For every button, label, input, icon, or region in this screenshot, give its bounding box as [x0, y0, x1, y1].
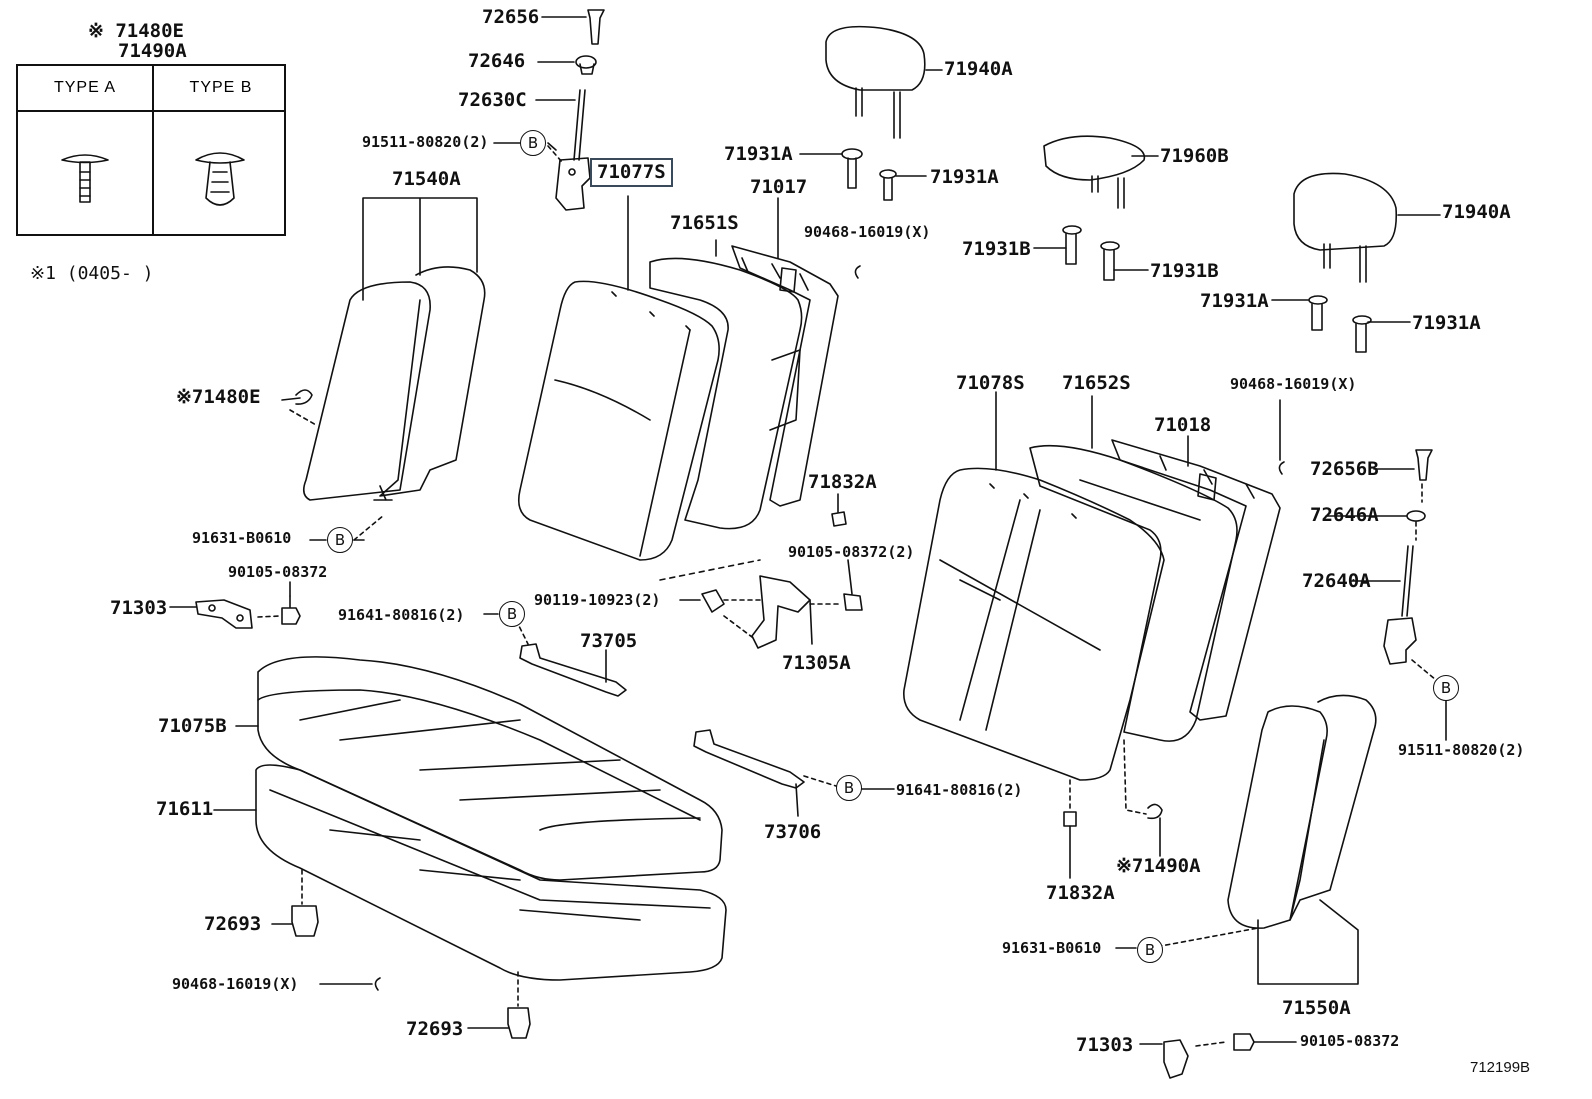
part-label: 71305A: [782, 652, 851, 674]
table-divider: [152, 66, 154, 234]
bracket-71303: [169, 581, 301, 629]
part-label: 72693: [204, 913, 262, 935]
callout-b-marker: B: [520, 130, 546, 156]
seat-cushion-cover-71075B: [235, 656, 723, 881]
part-label: 71017: [750, 176, 808, 198]
part-label: 72656: [482, 6, 540, 28]
seatback-frame-71018: [1111, 435, 1281, 721]
part-label: 71832A: [808, 471, 877, 493]
callout-b-marker: B: [499, 601, 525, 627]
part-label: 90105-08372(2): [788, 543, 915, 561]
diagram-code: 712199B: [1470, 1059, 1531, 1076]
part-label: ※71490A: [1116, 855, 1201, 877]
lock-rod-72630C: [535, 89, 586, 161]
part-label: 91641-80816(2): [896, 781, 1023, 799]
seatback-frame-71017: [731, 197, 839, 507]
part-label: ※71480E: [176, 386, 261, 408]
seat-side-bolster-71540A: [281, 197, 486, 541]
fastener-72693: [271, 869, 531, 1039]
part-label: 71940A: [1442, 201, 1511, 223]
part-label: 90119-10923(2): [534, 591, 661, 609]
clip-type-a-icon: [61, 154, 109, 203]
bezel-72646: [537, 55, 597, 75]
type-b-header: TYPE B: [189, 79, 253, 96]
callout-b-marker: B: [836, 775, 862, 801]
clip-71490A: [1123, 739, 1163, 857]
part-label: 91631-B0610: [192, 529, 292, 547]
hog-ring-icons: [319, 265, 1285, 991]
part-label: 71651S: [670, 212, 739, 234]
type-a-header: TYPE A: [53, 79, 117, 96]
callout-b-marker: B: [1137, 937, 1163, 963]
part-label: 72693: [406, 1018, 464, 1040]
part-label: 71303: [1076, 1034, 1134, 1056]
part-label: 91631-B0610: [1002, 939, 1102, 957]
highlighted-part-label: 71077S: [590, 158, 673, 187]
inset-mark-label-2: 71490A: [118, 40, 187, 62]
part-label: 71931A: [1200, 290, 1269, 312]
callout-b-marker: B: [327, 527, 353, 553]
part-label: 71652S: [1062, 372, 1131, 394]
part-label: 72646A: [1310, 504, 1379, 526]
inset-mark-label: ※ 71480E: [88, 20, 184, 42]
part-label: 91511-80820(2): [362, 133, 489, 151]
part-label: 71940A: [944, 58, 1013, 80]
lock-knob-72656: [541, 9, 605, 45]
headrest-71940A: [825, 25, 943, 139]
part-label: 72630C: [458, 89, 527, 111]
seat-cushion-pad-71611: [213, 764, 727, 981]
part-label: 71931A: [724, 143, 793, 165]
part-label: 91511-80820(2): [1398, 741, 1525, 759]
part-label: 71931A: [1412, 312, 1481, 334]
part-label: 71931B: [962, 238, 1031, 260]
inset-note: ※1 (0405- ): [30, 263, 154, 284]
callout-b-marker: B: [1433, 675, 1459, 701]
headrest-guides-71931: [799, 148, 1411, 353]
part-label: 71611: [156, 798, 214, 820]
part-label: 71550A: [1282, 997, 1351, 1019]
part-label: 73706: [764, 821, 822, 843]
part-label: 90105-08372: [228, 563, 328, 581]
part-label: 90468-16019(X): [804, 223, 931, 241]
bracket-71303-right: [1139, 1033, 1297, 1079]
lock-knob-72656B: [1383, 449, 1447, 741]
part-label: 73705: [580, 630, 638, 652]
part-label: 71931A: [930, 166, 999, 188]
hinge-71305A: [701, 559, 863, 649]
part-label: 90468-16019(X): [1230, 375, 1357, 393]
seatback-cover-71077S: [517, 280, 761, 581]
strap-73706: [693, 729, 837, 817]
part-label: 71075B: [158, 715, 227, 737]
part-label: 71931B: [1150, 260, 1219, 282]
part-label: 71078S: [956, 372, 1025, 394]
seat-side-bolster-71550A: [1149, 694, 1377, 985]
clip-type-b-icon: [195, 152, 245, 206]
seatback-pad-71652S: [1029, 395, 1238, 742]
clip-type-table: TYPE A TYPE B: [16, 64, 286, 236]
headrest-71940A-right: [1293, 172, 1441, 283]
part-label: 71832A: [1046, 882, 1115, 904]
part-label: 72646: [468, 50, 526, 72]
part-label: 71303: [110, 597, 168, 619]
part-label: 91641-80816(2): [338, 606, 465, 624]
part-label: 71018: [1154, 414, 1212, 436]
part-label: 71960B: [1160, 145, 1229, 167]
lock-assembly: [547, 145, 629, 291]
seatback-pad-71651S: [649, 239, 803, 530]
headrest-71960B: [1043, 135, 1159, 209]
part-label: 71540A: [392, 168, 461, 190]
leader-lines: [309, 142, 1415, 949]
part-label: 72640A: [1302, 570, 1371, 592]
part-label: 90105-08372: [1300, 1032, 1400, 1050]
seatback-cover-71078S: [903, 391, 1165, 781]
table-divider: [18, 110, 284, 112]
part-label: 90468-16019(X): [172, 975, 299, 993]
part-label: 72656B: [1310, 458, 1379, 480]
nut-71832A: [831, 493, 1077, 879]
